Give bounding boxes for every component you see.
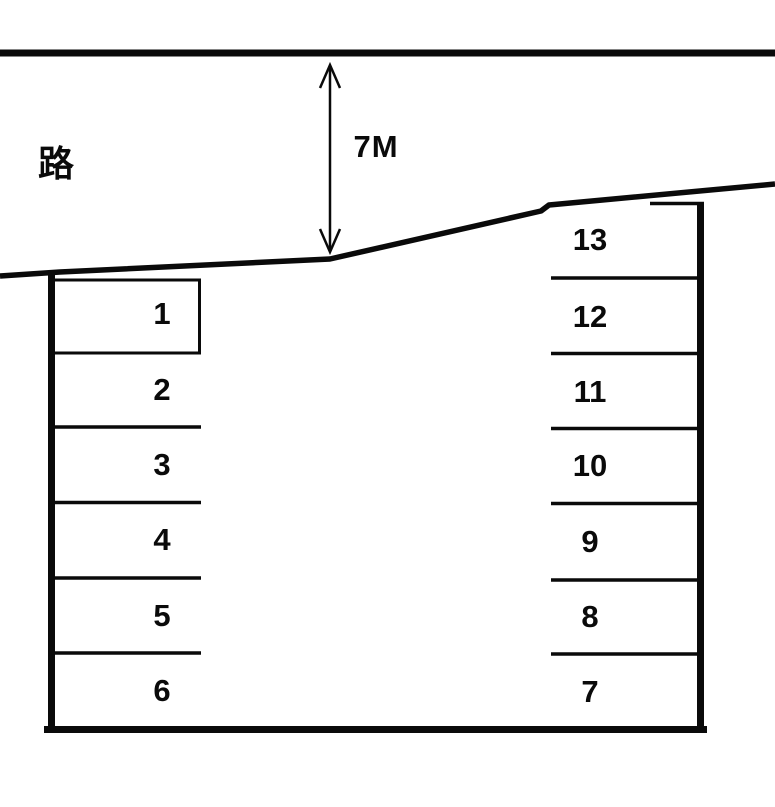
space-6-label: 6	[153, 673, 171, 708]
space-13-label: 13	[572, 222, 608, 257]
clearance-arrow	[318, 61, 342, 256]
space-11-label: 11	[573, 374, 607, 409]
space-1-outline	[48, 278, 201, 355]
space-3-label: 3	[153, 447, 171, 482]
space-1-label: 1	[153, 296, 171, 331]
arrow-up-head-icon	[318, 61, 342, 89]
space-10-label: 10	[572, 448, 608, 483]
space-8-label: 8	[581, 599, 599, 634]
space-4-label: 4	[153, 522, 171, 557]
space-7-label: 7	[581, 674, 599, 709]
arrow-down-head-icon	[318, 228, 342, 256]
space-5-label: 5	[153, 598, 171, 633]
space-2-label: 2	[153, 372, 171, 407]
clearance-dimension-label: 7M	[353, 129, 399, 164]
space-12-label: 12	[572, 299, 608, 334]
space-9-label: 9	[581, 524, 599, 559]
ground-line	[0, 181, 775, 279]
road-label: 路	[37, 143, 74, 184]
